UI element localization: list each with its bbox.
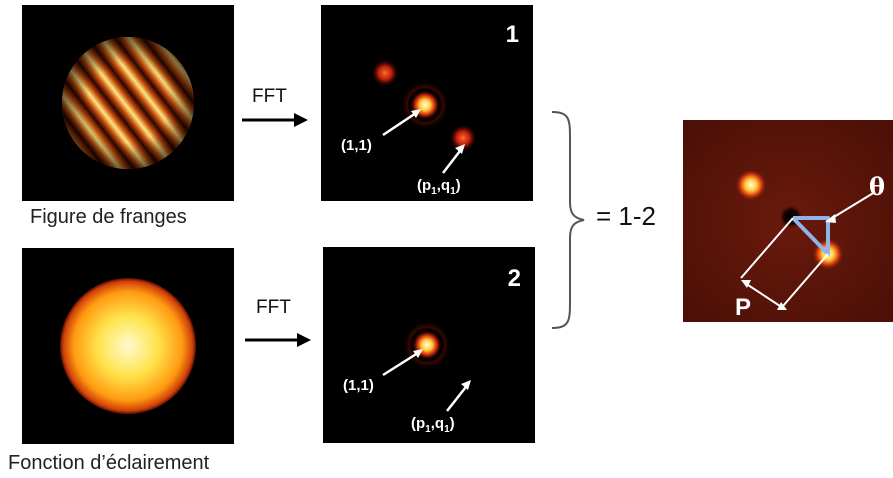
- spectrum-1-side-label: (p1,q1): [417, 177, 461, 197]
- spectrum-2-side-label: (p1,q1): [411, 415, 455, 435]
- spectrum-2-number: 2: [507, 265, 521, 292]
- fringe-caption: Figure de franges: [30, 206, 187, 228]
- spectrum-2-image: 2 (1,1) (p1,q1): [323, 247, 535, 443]
- fft-top-label: FFT: [252, 86, 287, 107]
- spectrum-1-image: 1 (1,1) (p1,q1): [321, 5, 533, 201]
- period-P-label: P: [735, 294, 752, 321]
- fft-bottom-arrow: [245, 333, 311, 347]
- fft-bottom-label: FFT: [256, 297, 291, 318]
- spectrum-1-number: 1: [505, 21, 519, 48]
- result-image: θ P: [683, 120, 893, 322]
- theta-label: θ: [869, 172, 886, 201]
- spectrum-1-center-label: (1,1): [341, 137, 372, 154]
- difference-equation: = 1-2: [596, 201, 656, 231]
- fft-top-arrow: [242, 113, 308, 127]
- fringe-pattern-image: [22, 5, 234, 201]
- spectrum-2-center-label: (1,1): [343, 377, 374, 394]
- illumination-caption: Fonction d’éclairement: [8, 452, 210, 474]
- illumination-image: [22, 248, 234, 444]
- curly-brace: [551, 111, 585, 329]
